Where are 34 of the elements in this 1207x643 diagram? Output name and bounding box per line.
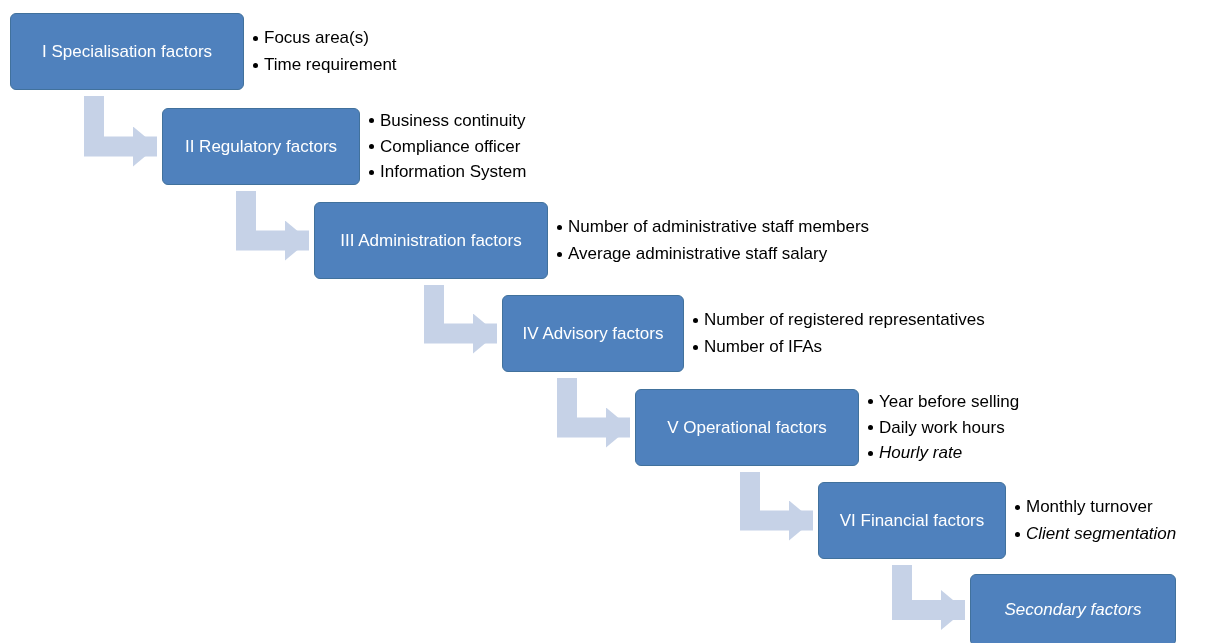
bullet-text: Focus area(s) bbox=[264, 28, 369, 48]
l-shaped-arrow bbox=[424, 285, 497, 354]
bullet-text: Monthly turnover bbox=[1026, 497, 1153, 517]
factor-box bbox=[635, 389, 859, 466]
box-label: I Specialisation factors bbox=[41, 41, 213, 62]
l-shaped-arrow bbox=[84, 96, 157, 167]
l-shaped-arrow bbox=[557, 378, 630, 448]
bullet-text: Business continuity bbox=[380, 110, 526, 131]
l-shaped-arrow bbox=[740, 472, 813, 541]
bullet-text: Information System bbox=[380, 162, 527, 183]
bullet-text: Hourly rate bbox=[879, 443, 963, 464]
factor-box bbox=[970, 574, 1176, 643]
factor-box bbox=[162, 108, 360, 185]
bullet-text: Client segmentation bbox=[1026, 524, 1177, 544]
bullet-text: Number of administrative staff members bbox=[568, 217, 870, 237]
box-label: II Regulatory factors bbox=[184, 136, 338, 157]
bullet-text: Time requirement bbox=[264, 55, 397, 75]
box-label: III Administration factors bbox=[340, 230, 522, 251]
box-label: V Operational factors bbox=[667, 417, 827, 438]
bullet-text: Daily work hours bbox=[879, 417, 1005, 438]
bullet-text: Compliance officer bbox=[380, 136, 521, 157]
box-label: Secondary factors bbox=[1004, 600, 1142, 620]
bullet-text: Average administrative staff salary bbox=[568, 244, 828, 264]
factor-box bbox=[818, 482, 1006, 559]
bullet-text: Number of IFAs bbox=[704, 337, 823, 357]
l-shaped-arrow bbox=[236, 191, 309, 261]
factor-box bbox=[10, 13, 244, 90]
factor-box bbox=[314, 202, 548, 279]
bullet-text: Year before selling bbox=[879, 391, 1020, 412]
box-label: VI Financial factors bbox=[839, 510, 985, 531]
l-shaped-arrow bbox=[892, 565, 965, 630]
bullet-text: Number of registered representatives bbox=[704, 310, 985, 330]
box-label: IV Advisory factors bbox=[522, 323, 664, 344]
factor-box bbox=[502, 295, 684, 372]
